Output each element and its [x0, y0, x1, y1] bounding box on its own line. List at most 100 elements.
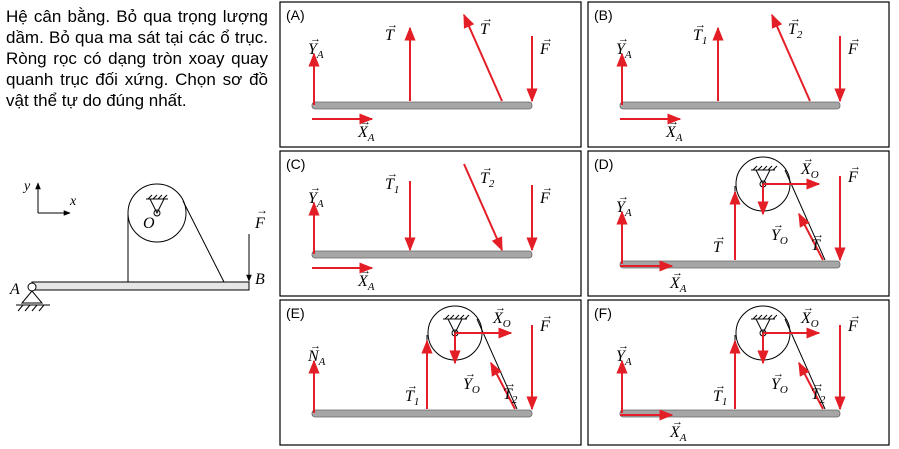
- vec-mark: →: [387, 168, 398, 180]
- force-f-label: F: [539, 41, 550, 58]
- option-label: (E): [286, 305, 305, 321]
- force-xa-label: XA: [669, 275, 687, 295]
- pin-support-icon: [16, 282, 50, 312]
- force-ya-label: YA: [616, 41, 632, 61]
- vec-mark: →: [803, 153, 814, 165]
- force-t1-label: T: [385, 27, 395, 44]
- vec-mark: →: [310, 33, 321, 45]
- axis-x-label: x: [69, 194, 77, 209]
- vec-mark: →: [850, 310, 861, 322]
- option-panel-c[interactable]: (C)YA→XA→T1→T2→F→: [279, 150, 582, 297]
- force-yo-label: YO: [771, 376, 788, 396]
- force-t1-label: T1: [713, 388, 727, 408]
- force-f-label: F: [254, 215, 265, 232]
- vec-mark: →: [773, 368, 784, 380]
- vec-mark: →: [505, 378, 516, 390]
- option-panel-b[interactable]: (B)YA→XA→T1→T2→F→: [587, 1, 890, 148]
- panel-frame: [587, 1, 890, 148]
- force-ya-label: YA: [308, 41, 324, 61]
- pulley-hatch: [752, 165, 758, 171]
- option-label: (D): [594, 156, 613, 172]
- force-f-label: F: [847, 169, 858, 186]
- vec-mark: →: [715, 231, 726, 243]
- beam: [619, 260, 841, 269]
- vec-mark: →: [672, 416, 683, 428]
- force-t2-arrow: [798, 212, 824, 261]
- vec-mark: →: [668, 116, 679, 128]
- vec-mark: →: [850, 33, 861, 45]
- vec-mark: →: [813, 229, 824, 241]
- vec-mark: →: [618, 191, 629, 203]
- force-t2-arrow: [463, 13, 503, 102]
- force-f-label: F: [847, 318, 858, 335]
- axis-y-label: y: [22, 179, 31, 194]
- pulley-hatch: [767, 314, 773, 320]
- pulley-hatch: [752, 314, 758, 320]
- option-panel-f[interactable]: (F)XO→YO→T1→T2→F→YA→XA→: [587, 299, 890, 446]
- vec-mark: →: [310, 182, 321, 194]
- vec-mark: →: [672, 267, 683, 279]
- force-f-label: F: [847, 41, 858, 58]
- pulley-hatch: [449, 314, 455, 320]
- pulley-hatch: [444, 314, 450, 320]
- force-t2-label: T2: [788, 21, 803, 41]
- pulley-hatch: [459, 314, 465, 320]
- rope-right: [182, 200, 225, 283]
- force-t2-arrow: [798, 361, 824, 410]
- force-t2-label: T: [811, 237, 821, 254]
- force-ya-label: YA: [616, 199, 632, 219]
- beam: [311, 409, 533, 418]
- vec-mark: →: [803, 302, 814, 314]
- vec-mark: →: [773, 219, 784, 231]
- force-f-label: F: [539, 190, 550, 207]
- vec-mark: →: [360, 116, 371, 128]
- option-label: (B): [594, 7, 613, 23]
- force-t1-label: T1: [405, 388, 419, 408]
- option-label: (F): [594, 305, 612, 321]
- pulley-hatch: [454, 314, 460, 320]
- option-panel-a[interactable]: (A)YA→XA→T→T→F→: [279, 1, 582, 148]
- force-xa-label: XA: [669, 424, 687, 444]
- option-panel-e[interactable]: (E)XO→YO→T1→T2→F→NA→: [279, 299, 582, 446]
- vec-mark: →: [695, 19, 706, 31]
- option-label: (A): [286, 7, 305, 23]
- pulley-hatch: [772, 314, 778, 320]
- option-label: (C): [286, 156, 305, 172]
- force-t2-label: T2: [503, 386, 518, 406]
- coordinate-axes: y x: [22, 179, 77, 216]
- beam: [31, 281, 250, 291]
- beam: [619, 409, 841, 418]
- panel-frame: [279, 150, 582, 297]
- pulley-hatch: [757, 314, 763, 320]
- force-t1-label: T1: [693, 27, 707, 47]
- vec-mark: →: [715, 380, 726, 392]
- force-xo-label: XO: [800, 161, 819, 181]
- point-b-label: B: [255, 271, 265, 288]
- point-o-label: O: [143, 215, 155, 232]
- panel-frame: [279, 1, 582, 148]
- vec-mark: →: [542, 310, 553, 322]
- force-ya-label: YA: [308, 190, 324, 210]
- force-xa-label: XA: [357, 124, 375, 144]
- vec-mark: →: [407, 380, 418, 392]
- force-xa-label: XA: [665, 124, 683, 144]
- vec-mark: →: [618, 340, 629, 352]
- pulley-hatch: [767, 165, 773, 171]
- beam: [311, 101, 533, 110]
- vec-mark: →: [465, 368, 476, 380]
- vec-mark: →: [542, 182, 553, 194]
- force-t2-label: T2: [480, 170, 495, 190]
- force-t2-label: T2: [811, 386, 826, 406]
- beam: [311, 250, 533, 259]
- pulley-hatch: [762, 314, 768, 320]
- vec-mark: →: [310, 340, 321, 352]
- pulley-hatch: [464, 314, 470, 320]
- force-xa-label: XA: [357, 273, 375, 293]
- setup-diagram: y x A B O: [9, 179, 268, 312]
- force-yo-label: YO: [463, 376, 480, 396]
- option-panel-d[interactable]: (D)XO→YO→T→T→F→YA→XA→: [587, 150, 890, 297]
- vec-mark: →: [387, 19, 398, 31]
- vec-mark: →: [482, 13, 493, 25]
- force-t2-arrow: [771, 13, 811, 102]
